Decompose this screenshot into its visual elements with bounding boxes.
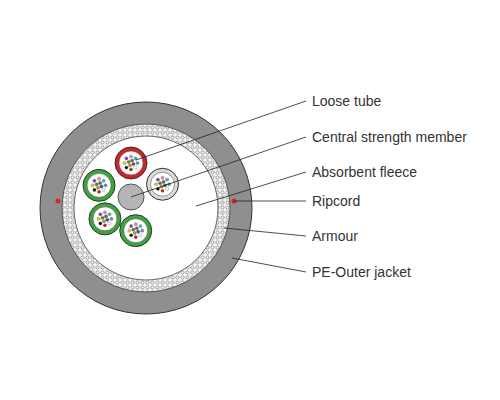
fiber	[98, 181, 101, 184]
fiber	[102, 220, 105, 223]
fiber	[123, 161, 126, 164]
fiber	[128, 229, 131, 232]
fiber	[128, 164, 131, 167]
fiber	[130, 224, 133, 227]
fiber	[106, 218, 109, 221]
tube-wall	[115, 147, 147, 179]
fiber	[130, 234, 133, 237]
fiber	[161, 176, 164, 179]
fiber	[166, 187, 169, 190]
fiber	[102, 188, 105, 191]
leader-line	[234, 201, 306, 202]
fiber	[103, 224, 106, 227]
fiber	[96, 186, 99, 189]
fiber	[103, 211, 106, 214]
fiber	[136, 161, 139, 164]
leader-line	[136, 101, 306, 160]
callout-label: PE-Outer jacket	[312, 264, 411, 280]
fiber	[135, 227, 138, 230]
fiber	[134, 236, 137, 239]
fiber	[102, 179, 105, 182]
leader-line	[196, 172, 306, 206]
fiber	[125, 166, 128, 169]
tube-gel	[93, 207, 117, 231]
fiber	[127, 160, 130, 163]
fiber	[110, 217, 113, 220]
tube-gel	[151, 172, 175, 196]
fiber	[93, 188, 96, 191]
fiber	[132, 228, 135, 231]
fiber	[133, 231, 136, 234]
fiber	[162, 180, 165, 183]
fiber	[159, 182, 162, 185]
callout-label: Armour	[312, 228, 358, 244]
fiber	[125, 157, 128, 160]
ripcord	[56, 199, 61, 204]
absorbent-fleece	[74, 136, 218, 280]
outer-jacket	[40, 102, 252, 314]
fiber	[132, 162, 135, 165]
tube-gel	[87, 173, 111, 197]
fiber	[99, 222, 102, 225]
fiber	[130, 159, 133, 162]
armour	[62, 124, 230, 292]
fiber	[134, 223, 137, 226]
callout-label: Ripcord	[312, 193, 360, 209]
fiber	[129, 168, 132, 171]
loose-tube	[120, 215, 152, 247]
tube-wall	[89, 203, 121, 235]
fiber	[97, 177, 100, 180]
fiber	[139, 234, 142, 237]
loose-tube	[89, 203, 121, 235]
fiber	[91, 184, 94, 187]
fiber	[95, 183, 98, 186]
fiber	[93, 179, 96, 182]
tube-wall	[120, 215, 152, 247]
loose-tube	[83, 169, 115, 201]
fiber	[166, 178, 169, 181]
fiber	[99, 213, 102, 216]
callout-label: Loose tube	[312, 93, 381, 109]
fiber	[104, 215, 107, 218]
leader-lines	[131, 101, 306, 272]
fiber	[97, 190, 100, 193]
fiber	[108, 222, 111, 225]
fiber	[101, 216, 104, 219]
fiber	[161, 189, 164, 192]
fiber	[134, 166, 137, 169]
tube-wall	[83, 169, 115, 201]
tube-gel	[119, 151, 143, 175]
loose-tubes	[83, 147, 178, 247]
fiber	[154, 183, 157, 186]
fiber	[137, 230, 140, 233]
leader-line	[232, 258, 306, 272]
fiber	[139, 224, 142, 227]
callout-label: Absorbent fleece	[312, 164, 417, 180]
fiber	[141, 229, 144, 232]
loose-tube	[115, 147, 147, 179]
fiber	[108, 213, 111, 216]
loose-tube	[147, 168, 179, 200]
fiber	[156, 178, 159, 181]
leader-line	[131, 137, 306, 197]
fiber	[100, 185, 103, 188]
fiber	[97, 217, 100, 220]
fiber	[129, 155, 132, 158]
tube-gel	[124, 219, 148, 243]
fiber	[104, 184, 107, 187]
tube-wall	[147, 168, 179, 200]
leader-line	[224, 228, 306, 236]
callout-label: Central strength member	[312, 129, 467, 145]
